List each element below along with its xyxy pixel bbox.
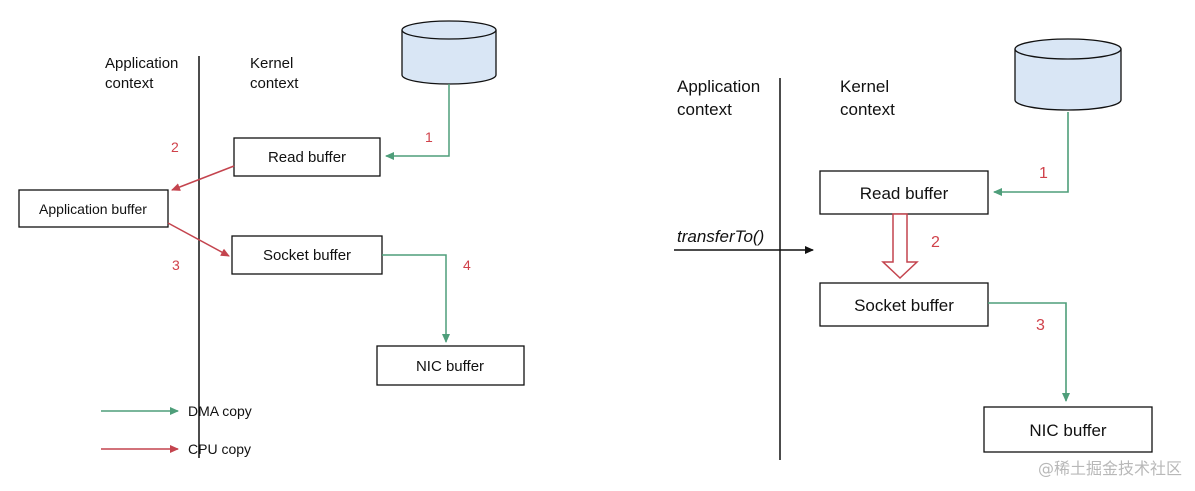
left-application-buffer-label: Application buffer — [39, 201, 147, 217]
right-socket-buffer-label: Socket buffer — [854, 296, 954, 315]
left-step-3: 3 — [172, 257, 180, 273]
left-read-buffer-box: Read buffer — [233, 137, 381, 177]
right-nic-buffer-label: NIC buffer — [1029, 421, 1107, 440]
zero-copy-transferto-diagram: Application context Kernel context Read … — [674, 38, 1153, 460]
legend: DMA copy CPU copy — [101, 403, 252, 457]
left-read-buffer-label: Read buffer — [268, 149, 346, 166]
right-step-3: 3 — [1036, 317, 1045, 334]
legend-dma-label: DMA copy — [188, 403, 252, 419]
right-socket-buffer-box: Socket buffer — [819, 282, 989, 327]
left-step-2: 2 — [171, 139, 179, 155]
left-step-1: 1 — [425, 129, 433, 145]
right-arrow-3-dma — [988, 302, 1070, 402]
left-arrow-2-cpu — [171, 165, 235, 191]
transferto-call-label: transferTo() — [677, 227, 764, 246]
right-arrow-1-dma — [993, 112, 1069, 196]
right-app-context-label-line1: Application — [677, 77, 760, 96]
left-disk-icon — [401, 20, 497, 85]
traditional-copy-diagram: Application context Kernel context Read … — [18, 20, 525, 458]
right-kernel-context-label-line1: Kernel — [840, 77, 889, 96]
left-nic-buffer-label: NIC buffer — [416, 358, 484, 375]
left-socket-buffer-label: Socket buffer — [263, 247, 351, 264]
left-step-4: 4 — [463, 257, 471, 273]
right-app-context-label-line2: context — [677, 100, 732, 119]
right-step-1: 1 — [1039, 165, 1048, 182]
left-arrow-3-cpu — [167, 222, 230, 257]
left-socket-buffer-box: Socket buffer — [231, 235, 383, 275]
left-kernel-context-label-line2: context — [250, 75, 299, 92]
right-disk-icon — [1014, 38, 1122, 111]
left-app-context-label-line2: context — [105, 75, 154, 92]
legend-cpu-label: CPU copy — [188, 441, 251, 457]
left-nic-buffer-box: NIC buffer — [376, 345, 525, 386]
left-arrow-1-dma — [385, 84, 450, 160]
watermark: @稀土掘金技术社区 — [1038, 459, 1182, 478]
right-nic-buffer-box: NIC buffer — [983, 406, 1153, 453]
right-kernel-context-label-line2: context — [840, 100, 895, 119]
left-kernel-context-label-line1: Kernel — [250, 55, 293, 72]
right-arrow-2-cpu-hollow — [881, 213, 919, 280]
right-step-2: 2 — [931, 234, 940, 251]
left-app-context-label-line1: Application — [105, 55, 178, 72]
left-application-buffer-box: Application buffer — [18, 189, 169, 228]
right-read-buffer-label: Read buffer — [860, 184, 949, 203]
right-read-buffer-box: Read buffer — [819, 170, 989, 215]
left-arrow-4-dma — [382, 254, 450, 343]
